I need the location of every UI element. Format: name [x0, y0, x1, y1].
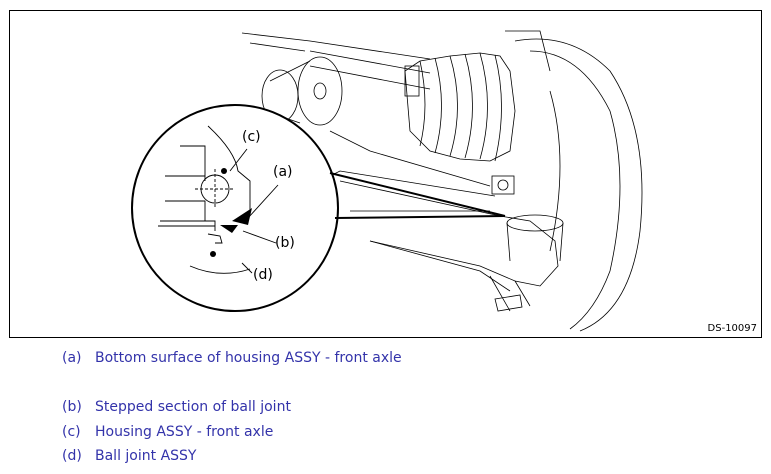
- legend-item: (c) Housing ASSY - front axle: [62, 422, 662, 447]
- arrow-a: [232, 208, 252, 225]
- diagram-figure: (c) (a) (b) (d) DS-10097: [9, 10, 762, 338]
- marker-c: [221, 168, 227, 174]
- arrow-b: [220, 225, 238, 233]
- figure-id-label: DS-10097: [707, 323, 757, 334]
- legend-item: (a) Bottom surface of housing ASSY - fro…: [62, 348, 662, 397]
- legend-list: (a) Bottom surface of housing ASSY - fro…: [62, 348, 662, 471]
- legend-text: Ball joint ASSY: [95, 448, 197, 464]
- legend-key: (d): [62, 448, 82, 464]
- legend-item: (b) Stepped section of ball joint: [62, 397, 662, 422]
- legend-text: Housing ASSY - front axle: [95, 423, 274, 440]
- suspension-illustration: [131, 30, 643, 332]
- callout-d: (d): [253, 267, 273, 283]
- legend-text: Bottom surface of housing ASSY - front a…: [95, 350, 402, 366]
- legend-key: (a): [62, 350, 82, 366]
- callout-b: (b): [275, 235, 295, 251]
- legend-key: (c): [62, 423, 81, 440]
- legend-key: (b): [62, 399, 82, 415]
- legend-item: (d) Ball joint ASSY: [62, 446, 662, 471]
- callout-c: (c): [242, 129, 261, 145]
- marker-d: [210, 251, 216, 257]
- legend-text: Stepped section of ball joint: [95, 399, 291, 415]
- callout-a: (a): [273, 164, 293, 180]
